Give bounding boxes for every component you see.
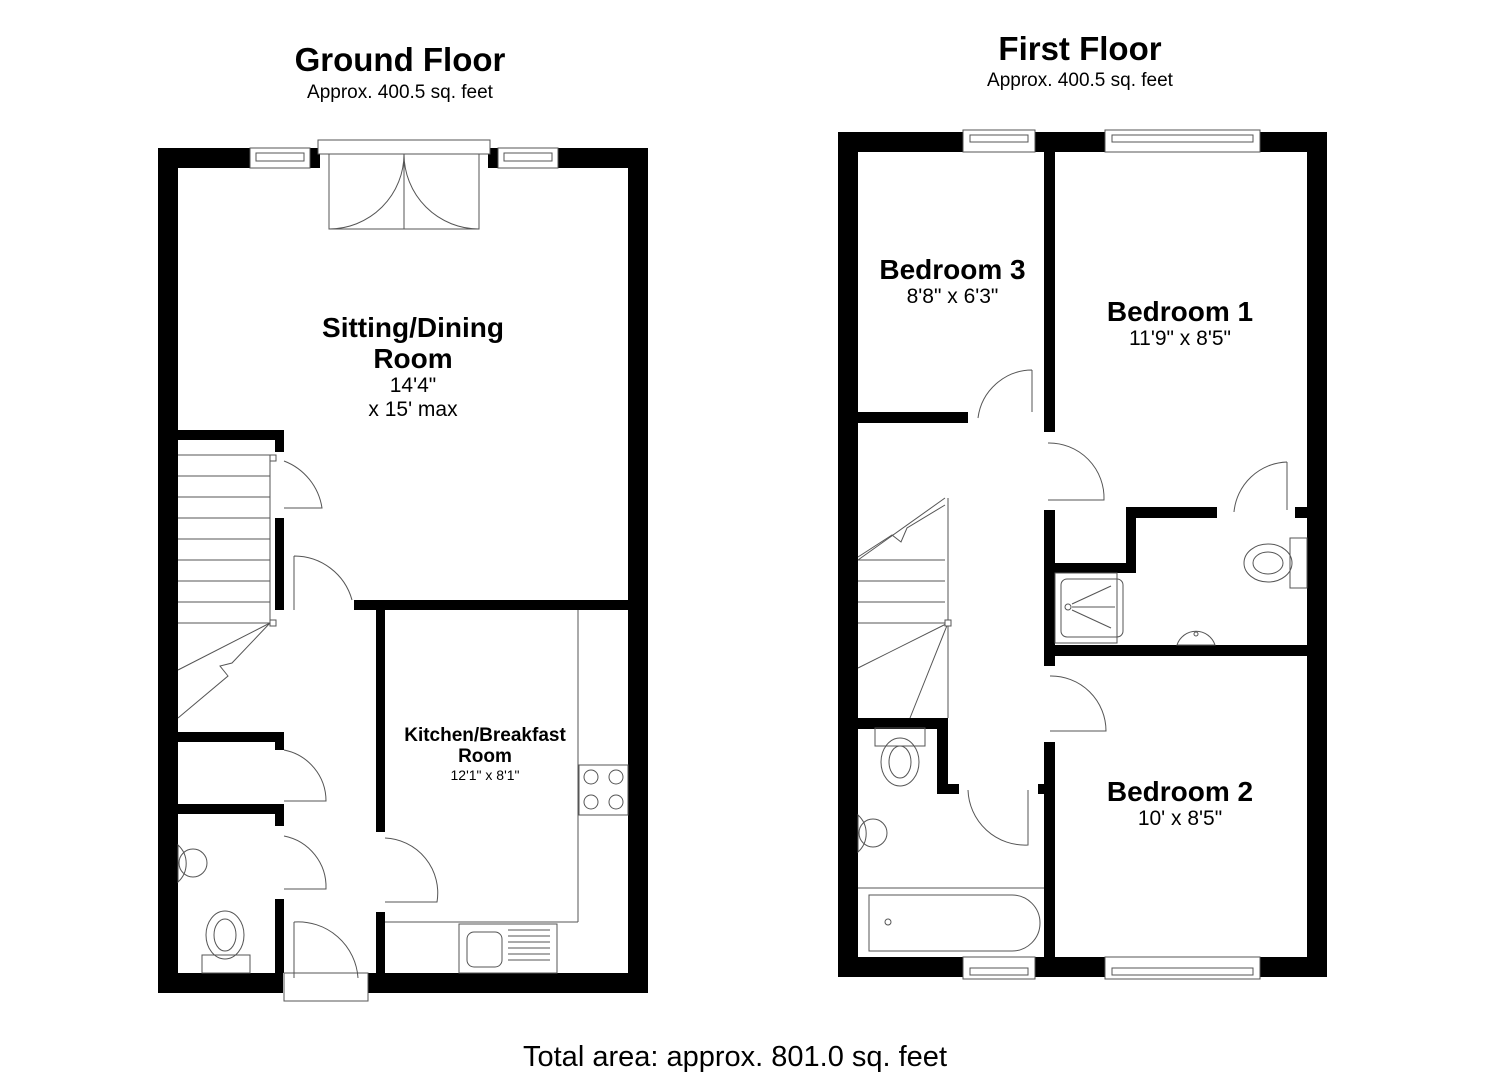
room-label-bedroom-1: Bedroom 1 11'9" x 8'5" — [1060, 296, 1300, 351]
room-name: Bedroom 3 — [879, 254, 1026, 285]
basin-icon — [857, 813, 888, 854]
basin-icon — [1176, 630, 1216, 646]
shower-icon — [1054, 572, 1124, 644]
room-dimensions: 14'4" — [389, 374, 437, 397]
room-label-sitting-dining: Sitting/Dining Room 14'4" x 15' max — [263, 312, 563, 422]
worktop-icon — [385, 610, 579, 923]
window-icon — [1104, 129, 1261, 153]
room-name: Bedroom 1 — [1106, 296, 1254, 327]
ground-floor-area: Approx. 400.5 sq. feet — [307, 82, 493, 103]
toilet-icon — [201, 910, 251, 974]
front-door-icon — [283, 921, 369, 1002]
room-name: Bedroom 2 — [1106, 776, 1254, 807]
total-area: Total area: approx. 801.0 sq. feet — [523, 1041, 947, 1073]
first-floor-plan — [838, 129, 1327, 980]
room-dimensions: 12'1" x 8'1" — [450, 767, 520, 783]
window-icon — [962, 956, 1036, 980]
room-label-bedroom-3: Bedroom 3 8'8" x 6'3" — [855, 254, 1050, 309]
ground-floor-plan — [158, 139, 648, 1002]
window-icon — [962, 129, 1036, 153]
ground-floor-title: Ground Floor — [294, 41, 506, 78]
room-dimensions: x 15' max — [368, 398, 458, 421]
room-dimensions: 8'8" x 6'3" — [906, 285, 999, 308]
room-name: Kitchen/Breakfast — [404, 725, 566, 746]
window-icon — [1104, 956, 1261, 980]
sink-icon — [458, 923, 558, 974]
first-floor-title: First Floor — [998, 30, 1162, 67]
room-dimensions: 10' x 8'5" — [1137, 807, 1223, 830]
room-dimensions: 11'9" x 8'5" — [1129, 327, 1231, 350]
toilet-icon — [1243, 537, 1308, 589]
first-floor-area: Approx. 400.5 sq. feet — [987, 70, 1173, 91]
french-doors-icon — [317, 139, 491, 230]
bath-icon — [858, 887, 1044, 952]
window-icon — [249, 147, 311, 169]
room-name: Room — [373, 343, 453, 374]
staircase-icon — [857, 497, 952, 719]
hob-icon — [578, 764, 629, 816]
toilet-icon — [874, 727, 926, 787]
room-name: Sitting/Dining — [322, 312, 504, 343]
window-icon — [497, 147, 559, 169]
room-label-bedroom-2: Bedroom 2 10' x 8'5" — [1060, 776, 1300, 831]
room-name: Room — [458, 746, 512, 767]
staircase-icon — [177, 454, 277, 719]
basin-icon — [177, 843, 208, 884]
room-label-kitchen: Kitchen/Breakfast Room 12'1" x 8'1" — [385, 725, 585, 783]
